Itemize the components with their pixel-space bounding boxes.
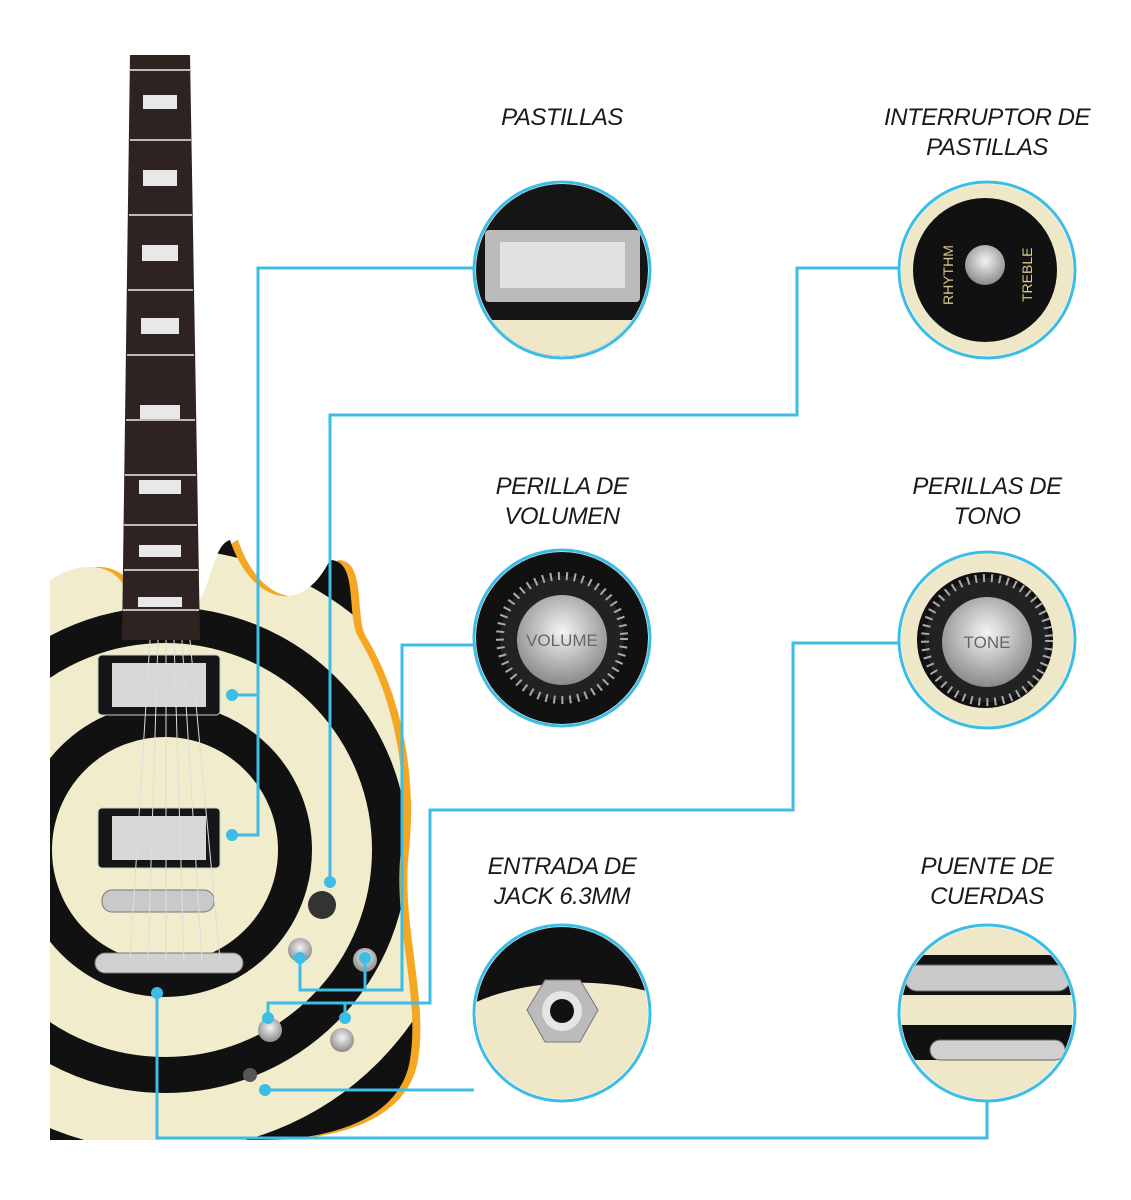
bridge-photo bbox=[897, 923, 1077, 1103]
pickups-line bbox=[232, 266, 474, 837]
callout-dots bbox=[151, 689, 371, 1096]
tone-marking: TONE bbox=[964, 633, 1011, 652]
guitar-neck bbox=[122, 55, 200, 640]
bridge-label-line1: PUENTE DE bbox=[920, 853, 1054, 880]
volume-label-line2: VOLUMEN bbox=[504, 503, 620, 530]
callout-lines bbox=[155, 266, 989, 1140]
jack-label-line2: JACK 6.3MM bbox=[493, 883, 631, 910]
volume-line bbox=[298, 643, 474, 992]
pickup-switch-label: INTERRUPTOR DE PASTILLAS bbox=[857, 103, 1117, 163]
rhythm-marking: RHYTHM bbox=[940, 245, 956, 305]
volume-knob-label: PERILLA DE VOLUMEN bbox=[432, 472, 692, 532]
switch-label-line2: PASTILLAS bbox=[926, 134, 1048, 161]
tone-label-line1: PERILLAS DE bbox=[912, 473, 1062, 500]
bridge-line bbox=[155, 993, 989, 1140]
tone-knobs-label: PERILLAS DE TONO bbox=[857, 472, 1117, 532]
bridge-label: PUENTE DE CUERDAS bbox=[857, 852, 1117, 912]
tone-label-line2: TONO bbox=[953, 503, 1021, 530]
volume-marking: VOLUME bbox=[526, 631, 598, 650]
volume-label-line1: PERILLA DE bbox=[495, 473, 629, 500]
bridge-label-line2: CUERDAS bbox=[930, 883, 1044, 910]
switch-line bbox=[328, 266, 899, 882]
pickups-label: PASTILLAS bbox=[432, 103, 692, 133]
tone-line bbox=[266, 641, 899, 1018]
jack-input-label: ENTRADA DE JACK 6.3MM bbox=[432, 852, 692, 912]
switch-label-line1: INTERRUPTOR DE bbox=[884, 104, 1090, 131]
pickups-photo bbox=[472, 180, 652, 360]
pickup-switch-photo: RHYTHM TREBLE bbox=[897, 180, 1077, 360]
volume-knob-photo: VOLUME bbox=[472, 548, 652, 728]
jack-input-photo bbox=[472, 923, 652, 1103]
pickups-label-line1: PASTILLAS bbox=[501, 104, 623, 131]
guitar-hardware bbox=[94, 639, 377, 1082]
treble-marking: TREBLE bbox=[1019, 248, 1035, 302]
jack-label-line1: ENTRADA DE bbox=[487, 853, 637, 880]
tone-knob-photo: TONE bbox=[897, 550, 1077, 730]
